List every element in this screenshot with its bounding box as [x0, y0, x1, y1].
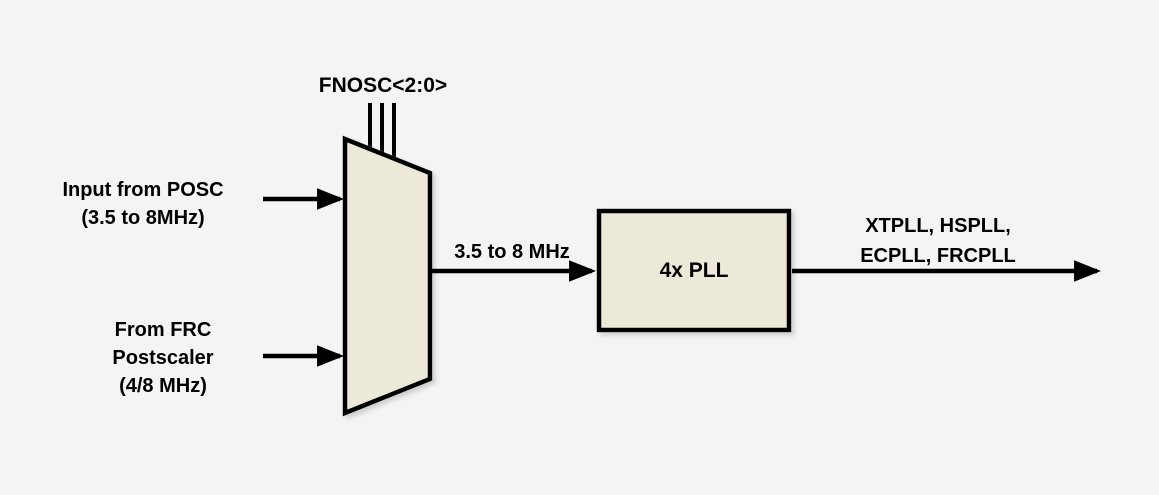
frc-input-label: From FRC Postscaler (4/8 MHz): [50, 316, 276, 400]
fnosc-control-lines: [368, 103, 396, 161]
pll-block-label: 4x PLL: [659, 258, 729, 282]
posc-input-label: Input from POSC (3.5 to 8MHz): [30, 176, 256, 232]
posc-input-label-line1: Input from POSC: [62, 179, 224, 201]
frc-input-label-line3: (4/8 MHz): [119, 375, 207, 397]
pll-output-label: XTPLL, HSPLL, ECPLL, FRCPLL: [826, 211, 1050, 271]
pll-output-label-line2: ECPLL, FRCPLL: [860, 245, 1016, 267]
mux-output-frequency-label: 3.5 to 8 MHz: [454, 241, 570, 263]
pll-output-label-line1: XTPLL, HSPLL,: [865, 215, 1011, 237]
frc-input-label-line2: Postscaler: [112, 347, 214, 369]
mux-block: [342, 135, 433, 417]
posc-input-label-line2: (3.5 to 8MHz): [81, 207, 205, 229]
fnosc-control-label: FNOSC<2:0>: [318, 74, 448, 97]
pll-block: [596, 208, 792, 333]
frc-input-label-line1: From FRC: [114, 319, 212, 341]
